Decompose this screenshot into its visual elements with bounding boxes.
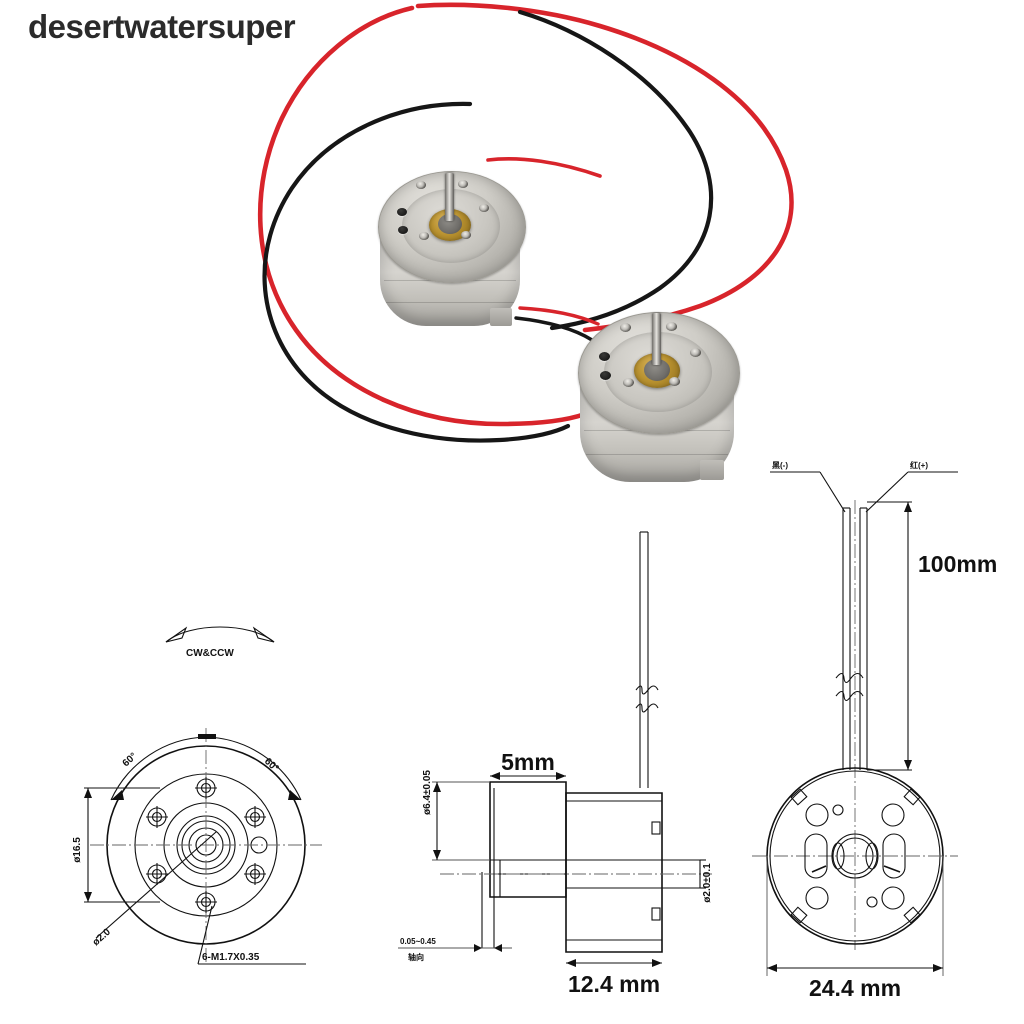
- front-angle-left: 60°: [121, 751, 140, 769]
- front-view-drawing: CW&CCW: [72, 626, 322, 965]
- side-body-length-label: 12.4 mm: [568, 971, 660, 997]
- side-view-drawing: 5mm ø6.4±0.05 ø2.0±0.1 0.05~0: [398, 531, 713, 997]
- motor-photo-1: [372, 168, 530, 338]
- rear-view-drawing: 黑(-) 红(+) 100mm: [752, 460, 997, 1001]
- rear-terminal-negative-label: 黑(-): [772, 460, 788, 470]
- side-endplay-note: 轴向: [408, 952, 424, 962]
- front-thread-callout: 6-M1.7X0.35: [202, 952, 260, 963]
- front-shaft-dia-label: ø2.0: [91, 926, 114, 948]
- technical-drawings: CW&CCW: [0, 440, 1024, 1024]
- wire-harness-photo: [257, 2, 794, 443]
- rear-body-dia-label: 24.4 mm: [809, 975, 901, 1001]
- rear-lead-length-label: 100mm: [918, 551, 997, 577]
- rear-terminal-positive-label: 红(+): [910, 460, 928, 470]
- front-bolt-circle-label: ø16.5: [72, 837, 83, 863]
- side-endplay-label: 0.05~0.45: [400, 937, 436, 946]
- side-shaft-dia-label: ø2.0±0.1: [702, 863, 713, 903]
- front-rotation-label: CW&CCW: [186, 648, 234, 659]
- drawings-svg: CW&CCW: [72, 460, 997, 1001]
- mounting-holes: [146, 777, 266, 913]
- front-angle-right: 60°: [262, 756, 281, 774]
- side-boss-length-label: 5mm: [501, 749, 555, 775]
- product-photo: [257, 2, 794, 494]
- watermark-text: desertwatersuper: [28, 8, 296, 45]
- side-boss-dia-label: ø6.4±0.05: [422, 770, 433, 815]
- motor-photo-2: [572, 308, 744, 494]
